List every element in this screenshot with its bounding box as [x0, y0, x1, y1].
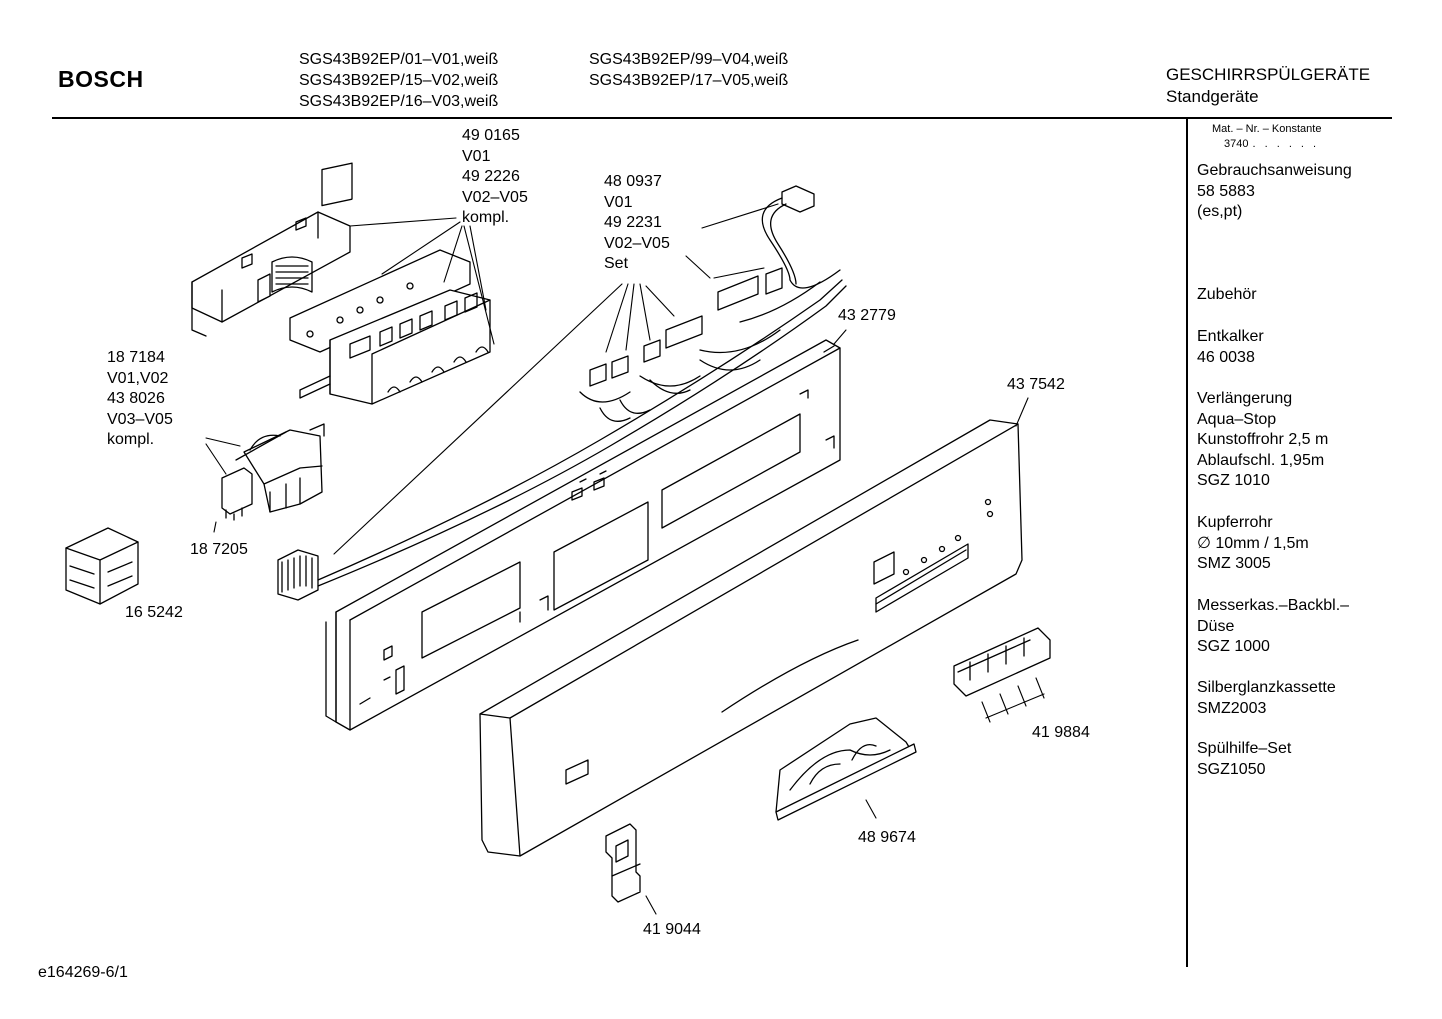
part-label-419044: 41 9044 — [643, 921, 701, 938]
sidebar-line: Kupferrohr — [1197, 514, 1273, 531]
model-list-left: SGS43B92EP/01–V01,weiß SGS43B92EP/15–V02… — [299, 49, 498, 112]
cover-panel-drawing — [479, 419, 1023, 857]
sidebar-line: 46 0038 — [1197, 348, 1255, 366]
sidebar-line: Ablaufschl. 1,95m — [1197, 451, 1325, 469]
sidebar-block-copper-pipe: Kupferrohr ∅ 10mm / 1,5m SMZ 3005 — [1197, 513, 1387, 575]
control-frame-drawing — [325, 339, 841, 731]
sidebar-line: 58 5883 — [1197, 182, 1255, 200]
sidebar-line: Messerkas.–Backbl.– — [1197, 597, 1350, 614]
model-item: SGS43B92EP/15–V02,weiß — [299, 72, 499, 89]
sidebar-block-rinse-set: Spülhilfe–Set SGZ1050 — [1197, 739, 1387, 780]
part-label-490165: 49 0165 V01 49 2226 V02–V05 kompl. — [462, 126, 528, 229]
wire-harness-drawing — [277, 185, 847, 601]
part-line: Set — [604, 255, 629, 272]
sidebar-line: SGZ 1010 — [1197, 472, 1270, 489]
part-label-187184: 18 7184 V01,V02 43 8026 V03–V05 kompl. — [107, 348, 173, 451]
sidebar-divider — [1186, 119, 1188, 967]
part-line: 49 0165 — [462, 127, 520, 144]
sidebar-line: Entkalker — [1197, 328, 1264, 345]
category-heading: GESCHIRRSPÜLGERÄTE Standgeräte — [1166, 64, 1370, 108]
part-label-437542: 43 7542 — [1007, 376, 1065, 393]
button-strip-drawing — [953, 627, 1051, 697]
sidebar-block-nozzle: Messerkas.–Backbl.– Düse SGZ 1000 — [1197, 596, 1387, 658]
sidebar-line: SGZ1050 — [1197, 760, 1266, 778]
sidebar-block-accessories: Zubehör — [1197, 285, 1387, 306]
sidebar-line: SGZ 1000 — [1197, 638, 1270, 655]
sidebar-line: SMZ 3005 — [1197, 555, 1271, 572]
part-label-480937: 48 0937 V01 49 2231 V02–V05 Set — [604, 172, 670, 275]
category-title: GESCHIRRSPÜLGERÄTE — [1166, 65, 1371, 84]
sidebar-line: Verlängerung — [1197, 390, 1293, 407]
part-label-432779: 43 2779 — [838, 307, 896, 324]
handle-drawing — [775, 717, 917, 821]
drawing-code: e164269-6/1 — [38, 964, 128, 981]
model-item: SGS43B92EP/17–V05,weiß — [589, 72, 789, 89]
sidebar-line: Silberglanzkassette — [1197, 679, 1336, 696]
part-line: V02–V05 — [462, 188, 528, 206]
control-module-drawing — [191, 162, 491, 405]
part-line: 49 2226 — [462, 168, 520, 185]
sidebar-block-silver-cassette: Silberglanzkassette SMZ2003 — [1197, 678, 1387, 719]
part-line: kompl. — [462, 209, 510, 226]
part-label-419884: 41 9884 — [1032, 724, 1090, 741]
model-item: SGS43B92EP/16–V03,weiß — [299, 93, 499, 110]
mat-label: Mat. – Nr. – Konstante — [1212, 123, 1322, 135]
part-line: V02–V05 — [604, 234, 670, 252]
sidebar-line: Aqua–Stop — [1197, 410, 1277, 428]
header-divider — [52, 117, 1392, 119]
part-line: V01 — [604, 193, 633, 211]
mat-dots: . . . . . . — [1252, 138, 1320, 150]
sidebar-line: Kunstoffrohr 2,5 m — [1197, 431, 1329, 448]
clip-drawing — [605, 823, 641, 903]
sidebar-block-descaler: Entkalker 46 0038 — [1197, 327, 1387, 368]
sidebar-line: Zubehör — [1197, 286, 1257, 303]
material-number-constant: Mat. – Nr. – Konstante 3740. . . . . . — [1212, 122, 1321, 152]
sidebar-line: Gebrauchsanweisung — [1197, 162, 1352, 179]
sidebar-line: SMZ2003 — [1197, 699, 1267, 717]
door-lock-drawing — [221, 423, 325, 521]
mat-value: 3740 — [1224, 138, 1249, 150]
part-label-165242: 16 5242 — [125, 604, 183, 621]
part-label-187205: 18 7205 — [190, 541, 248, 558]
part-line: 49 2231 — [604, 214, 662, 231]
sidebar-line: Düse — [1197, 617, 1235, 635]
part-line: kompl. — [107, 431, 155, 448]
sidebar-line: Spülhilfe–Set — [1197, 740, 1292, 757]
part-line: 48 0937 — [604, 173, 662, 190]
sidebar-block-manual: Gebrauchsanweisung 58 5883 (es,pt) — [1197, 161, 1387, 223]
model-item: SGS43B92EP/99–V04,weiß — [589, 51, 789, 68]
sidebar-line: ∅ 10mm / 1,5m — [1197, 534, 1309, 552]
part-line: V03–V05 — [107, 410, 173, 428]
category-subtitle: Standgeräte — [1166, 87, 1259, 106]
part-label-489674: 48 9674 — [858, 829, 916, 846]
part-line: V01,V02 — [107, 369, 169, 387]
brand-logo: BOSCH — [58, 66, 144, 92]
part-line: 18 7184 — [107, 349, 165, 366]
sidebar-line: (es,pt) — [1197, 203, 1243, 220]
relay-drawing — [65, 527, 139, 605]
sidebar-block-extension: Verlängerung Aqua–Stop Kunstoffrohr 2,5 … — [1197, 389, 1387, 492]
part-line: 43 8026 — [107, 390, 165, 407]
model-item: SGS43B92EP/01–V01,weiß — [299, 51, 499, 68]
model-list-right: SGS43B92EP/99–V04,weiß SGS43B92EP/17–V05… — [589, 49, 788, 91]
part-line: V01 — [462, 147, 491, 165]
leader-lines — [205, 203, 1045, 915]
